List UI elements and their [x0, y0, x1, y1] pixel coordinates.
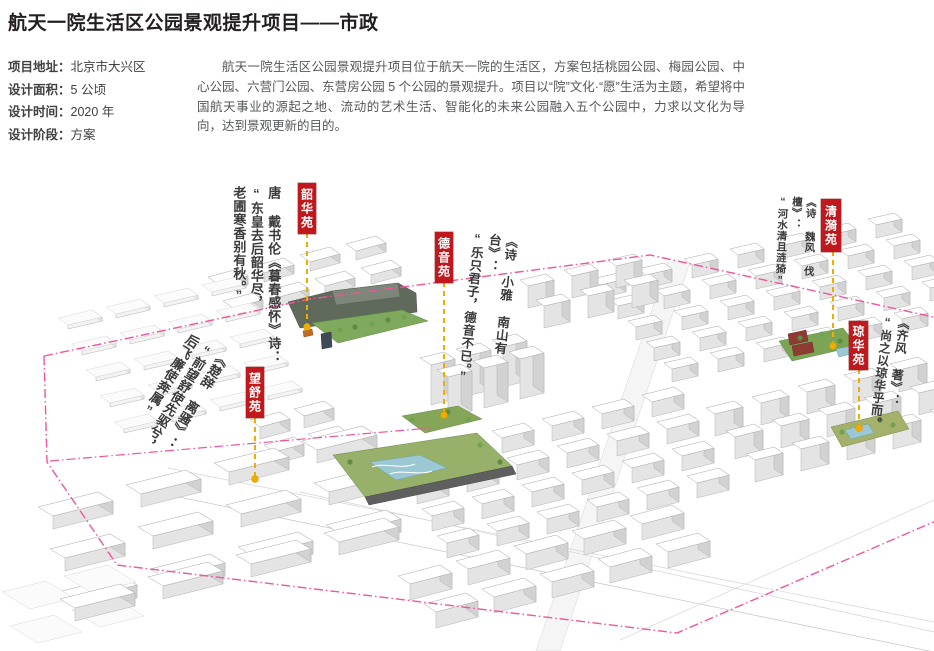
- info-row-area: 设计面积：5 公顷: [8, 83, 192, 99]
- info-label: 设计阶段：: [8, 127, 71, 142]
- info-label: 设计面积：: [8, 82, 71, 97]
- poem-annotation-shaohua: 唐 戴书伦《暮春感怀》诗： “东皇去后韶华尽， 老圃寒香别有秋。”: [231, 186, 282, 364]
- info-value: 5 公顷: [70, 82, 106, 97]
- park-label-shaohua: 韶华苑: [298, 183, 316, 234]
- info-label: 设计时间：: [8, 105, 71, 120]
- park-label-wangshu: 望舒苑: [246, 367, 264, 418]
- poem-annotation-qingyi: 《诗 魏风 伐檀》： “河水清且涟猗”: [773, 195, 818, 287]
- park-label-deyin: 德音苑: [435, 232, 453, 283]
- project-info: 项目地址：北京市大兴区 设计面积：5 公顷 设计时间：2020 年 设计阶段：方…: [8, 60, 192, 151]
- description-paragraph: 航天一院生活区公园景观提升项目位于航天一院的生活区，方案包括桃园公园、梅园公园、…: [197, 60, 745, 134]
- info-row-address: 项目地址：北京市大兴区: [8, 60, 192, 76]
- park-label-qingyi: 清漪苑: [821, 199, 841, 252]
- park-label-qionghua: 琼华苑: [849, 321, 868, 370]
- info-row-time: 设计时间：2020 年: [8, 105, 192, 121]
- info-value: 北京市大兴区: [70, 60, 146, 74]
- info-value: 方案: [70, 127, 96, 142]
- info-value: 2020 年: [70, 105, 115, 120]
- info-row-phase: 设计阶段：方案: [8, 128, 192, 144]
- info-label: 项目地址：: [8, 60, 71, 74]
- page-title: 航天一院生活区公园景观提升项目——市政: [8, 13, 379, 34]
